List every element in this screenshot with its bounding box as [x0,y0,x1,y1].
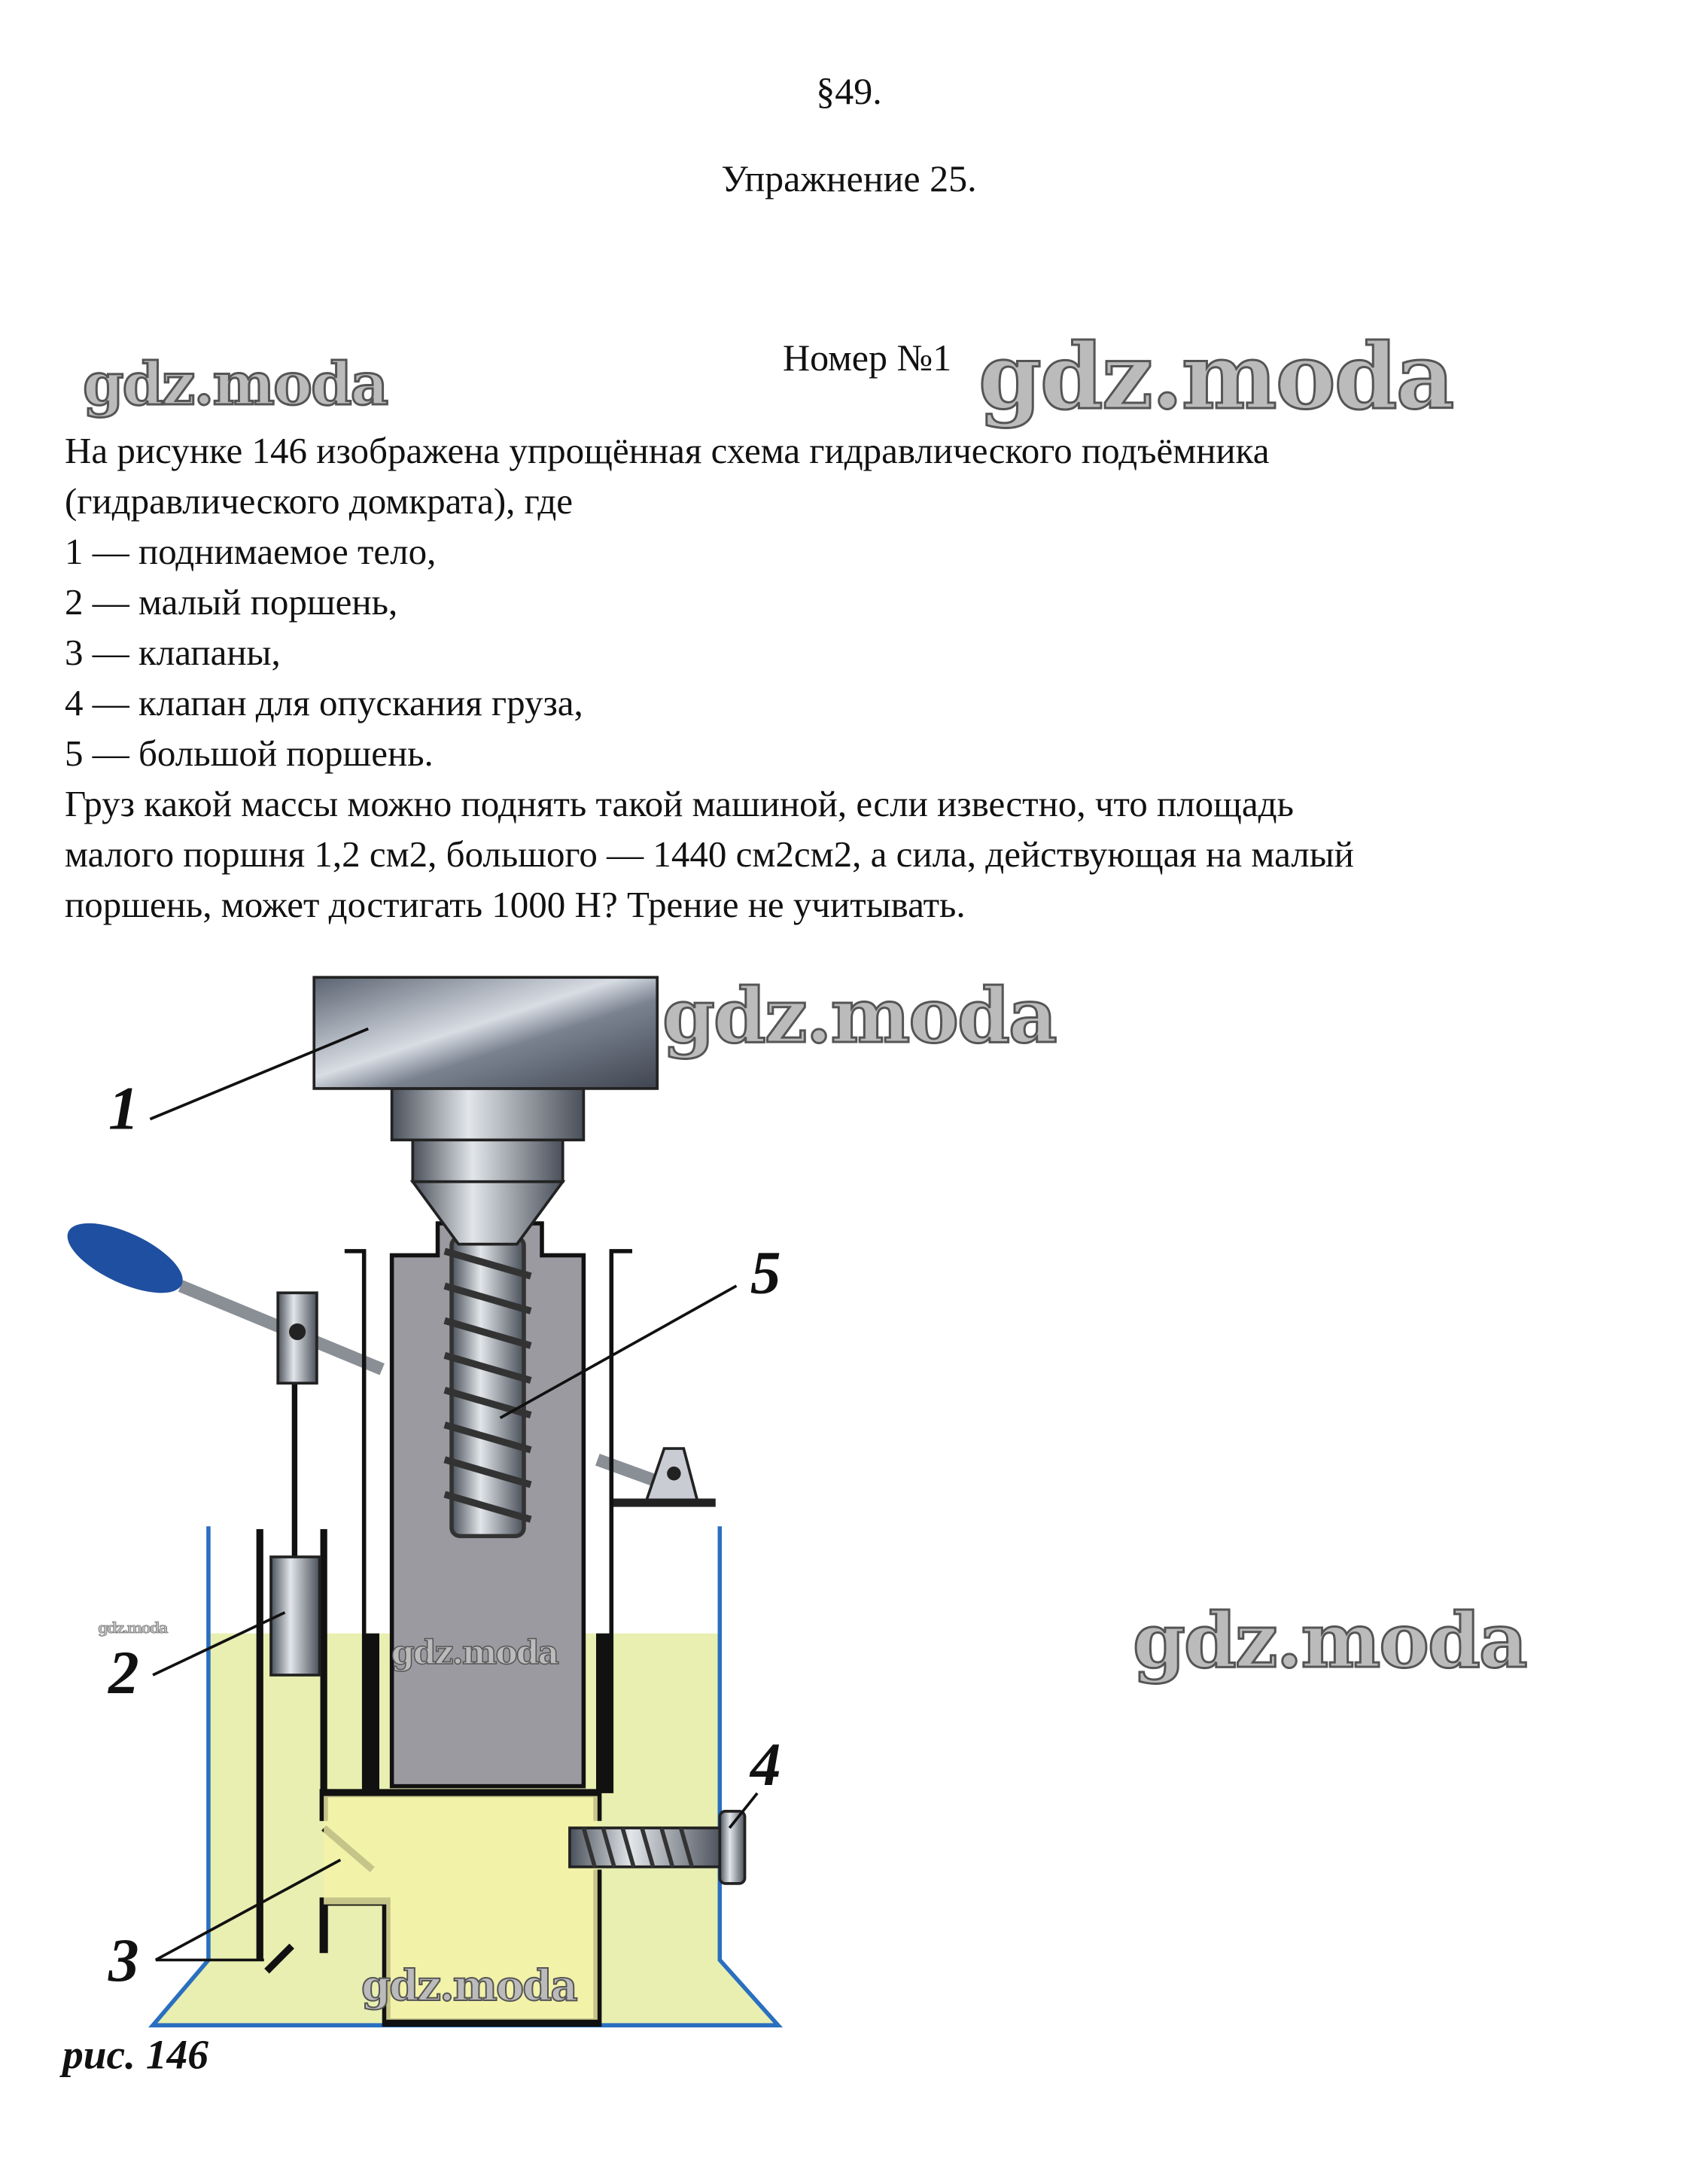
number-label: Номер №1 [783,337,952,379]
watermark: gdz.moda [98,1619,169,1637]
text-line: 1 — поднимаемое тело, [65,531,437,572]
leader-lines [149,1027,759,1962]
watermark: gdz.moda [81,349,389,420]
watermark: gdz.moda [977,323,1455,431]
text-line: 4 — клапан для опускания груза, [65,682,583,723]
label-4: 4 [749,1731,781,1799]
label-3: 3 [108,1927,139,1994]
text-line: 5 — большой поршень. [65,733,434,774]
label-1: 1 [108,1074,139,1142]
text-line: (гидравлического домкрата), где [65,480,573,522]
section-title: §49. [816,70,882,112]
large-cylinder [344,1221,632,1793]
text-line: малого поршня 1,2 см2, большого — 1440 с… [65,833,1354,875]
text-line: Груз какой массы можно поднять такой маш… [65,783,1294,824]
lever-handle [67,1223,716,1507]
text-line: 2 — малый поршень, [65,581,398,623]
text-line: поршень, может достигать 1000 Н? Трение … [65,884,966,925]
watermark: gdz.moda [391,1633,560,1673]
exercise-title: Упражнение 25. [721,157,977,200]
valve [264,1943,294,1974]
text-line: На рисунке 146 изображена упрощённая схе… [65,430,1270,471]
figure-caption: рис. 146 [59,2031,208,2077]
release-valve [568,1810,747,1885]
label-5: 5 [750,1238,781,1306]
watermark: gdz.moda [361,1960,579,2012]
label-2: 2 [108,1639,139,1707]
load-body [312,976,659,1246]
watermark: gdz.moda [1132,1595,1529,1686]
watermark: gdz.moda [662,970,1059,1062]
text-line: 3 — клапаны, [65,632,281,673]
